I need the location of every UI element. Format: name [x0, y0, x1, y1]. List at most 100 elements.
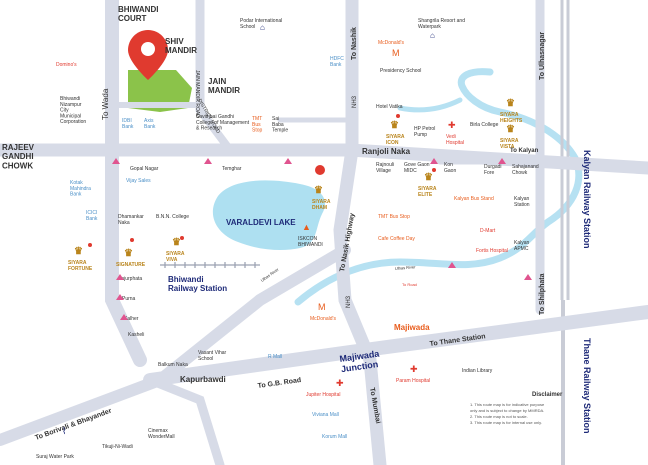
fortis-hospital-marker: Fortis Hospital: [476, 248, 508, 254]
param-hospital-marker: ✚Param Hospital: [396, 364, 430, 384]
kalyan-railway-station-label: Kalyan Railway Station: [582, 150, 592, 249]
siyara-logo-icon: ♛: [424, 172, 433, 183]
to-shilphata-label: To Shilphata: [539, 273, 546, 315]
ranjoli-naka-label: Ranjoli Naka: [362, 147, 411, 156]
hotel-vatika-label: Hotel Vatika: [376, 104, 403, 110]
majiwada-marker: Majiwada: [394, 323, 430, 332]
indian-library-label: Indian Library: [462, 368, 493, 374]
varaldevi-lake-label: VARALDEVI LAKE: [226, 218, 296, 227]
anjurphata-label: Anjurphata: [118, 276, 142, 282]
temghar-marker: Temghar: [222, 166, 242, 172]
to-nashik-label: To Nashik: [351, 27, 358, 60]
ulhas-river-right-label: Ulhas River: [395, 264, 417, 271]
kalyan-bus-stand-marker: Kalyan Bus Stand: [454, 196, 494, 202]
project-location-pin-icon: [128, 30, 168, 80]
hospital-cross-icon: ✚: [410, 364, 418, 374]
kapurbawdi-label: Kapurbawdi: [180, 375, 226, 384]
birla-college-label: Birla College: [470, 122, 499, 128]
balkum-naka-label: Balkum Naka: [158, 362, 188, 368]
suraj-water-park-label: Suraj Water Park: [36, 454, 74, 460]
mcdonalds-top-label: McDonald's: [378, 40, 404, 46]
temghar-label: Temghar: [222, 166, 242, 172]
nh3-mid-label: NH3: [346, 295, 352, 308]
balkum-naka-marker: Balkum Naka: [158, 362, 188, 368]
nh3-top-label: NH3: [352, 95, 358, 108]
mcdonalds-icon: M: [318, 302, 326, 312]
resort-icon: ⌂: [430, 31, 435, 40]
purna-label: Purna: [122, 296, 136, 302]
mcdonalds-icon: M: [392, 48, 400, 58]
korum-mall-label: Korum Mall: [322, 434, 347, 440]
jain-mandir-road-label: JAIN MANDIR ROAD: [194, 70, 200, 118]
vijay-sales-label: Vijay Sales: [126, 178, 151, 184]
r-mall-label: R Mall: [268, 354, 282, 360]
suraj-water-park-marker: ⌇Suraj Water Park: [36, 426, 74, 460]
hospital-cross-icon: ✚: [336, 378, 344, 388]
kasheli-marker: Kasheli: [128, 332, 144, 338]
tikuji-ni-wadi-label: Tikuji-Ni-Wadi: [102, 444, 133, 450]
siyara-logo-icon: ♛: [506, 98, 515, 109]
siyara-logo-icon: ♛: [390, 120, 399, 131]
disclaimer-line-3: 2. This route map is not to scale.: [470, 414, 528, 419]
majiwada-label: Majiwada: [394, 323, 430, 332]
mcdonalds-top-marker: M McDonald's: [378, 40, 404, 58]
bnn-college-label: B.N.N. College: [156, 214, 189, 220]
gopal-nagar-label: Gopal Nagar: [130, 166, 159, 172]
korum-mall-marker: Korum Mall: [322, 434, 347, 440]
thane-railway-station-label: Thane Railway Station: [582, 338, 592, 434]
siyara-logo-icon: ♛: [172, 237, 181, 248]
tmt-bus-stop-marker: TMT Bus Stop: [378, 214, 410, 220]
disclaimer-line-4: 3. This route map is for internal use on…: [470, 420, 542, 425]
disclaimer-line-2: only and is subject to change by MMRDA.: [470, 408, 544, 413]
to-wada-label: To Wada: [101, 88, 110, 120]
to-road-label: To Road: [402, 282, 417, 287]
jupiter-hospital-marker: ✚Jupiter Hospital: [306, 378, 344, 398]
